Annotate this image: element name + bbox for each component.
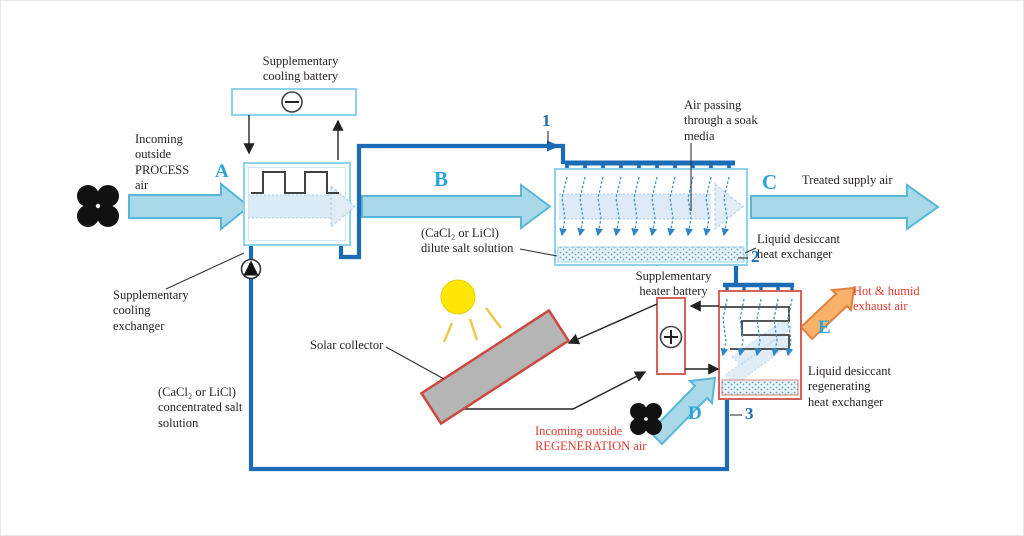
point-a-label: A xyxy=(215,161,229,182)
leader-lines xyxy=(165,131,757,416)
state-3-label: 3 xyxy=(745,404,754,423)
supplementary-cooling-battery-label: Supplementary cooling battery xyxy=(262,54,339,84)
minus-circle-icon xyxy=(281,91,303,113)
regenerator-box xyxy=(718,290,802,400)
soak-media-box xyxy=(554,168,748,266)
supplementary-cooling-exchanger-label: Supplementary cooling exchanger xyxy=(113,288,189,333)
cooling-coil xyxy=(251,171,339,194)
state-2-label: 2 xyxy=(751,247,760,266)
regeneration-fan-icon xyxy=(630,403,662,435)
return-pipe xyxy=(248,279,730,472)
internal-air-arrowhead xyxy=(330,184,356,229)
point-e-label: E xyxy=(818,317,831,338)
liquid-desiccant-regen-hx-label: Liquid desiccant regenerating heat excha… xyxy=(808,364,891,409)
liquid-desiccant-hx-label: Liquid desiccant heat exchanger xyxy=(757,232,840,262)
heater-battery-box xyxy=(656,297,686,375)
concentrated-solution-pool xyxy=(721,379,799,396)
dilute-solution-pool xyxy=(557,246,745,263)
plus-circle-icon xyxy=(659,325,683,349)
pump-icon xyxy=(240,258,262,280)
hot-humid-exhaust-label: Hot & humid exhaust air xyxy=(853,284,920,314)
supplementary-heater-battery-label: Supplementary heater battery xyxy=(635,269,712,299)
process-air-arrow xyxy=(128,181,251,232)
state-1-label: 1 xyxy=(542,111,551,130)
pipe-flow-arrowhead xyxy=(547,140,560,152)
cooling-battery-connectors xyxy=(243,115,344,160)
supplementary-cooling-battery-box xyxy=(231,88,357,116)
cooling-exchanger-box xyxy=(243,162,356,246)
process-fan-icon xyxy=(77,185,119,227)
treated-supply-air-arrow xyxy=(750,183,940,231)
dilute-salt-label: (CaCl₂ or LiCl) dilute salt solution xyxy=(421,226,514,256)
concentrated-salt-label: (CaCl₂ or LiCl) concentrated salt soluti… xyxy=(158,385,243,430)
exhaust-air-arrow xyxy=(799,286,856,341)
internal-air-arrowhead xyxy=(714,182,744,231)
regeneration-air-arrow xyxy=(648,376,717,446)
point-b-label: B xyxy=(434,167,449,191)
air-soak-media-label: Air passing through a soak media xyxy=(684,98,758,143)
solar-collector-panel xyxy=(419,308,571,426)
point-d-label: D xyxy=(688,403,702,424)
sun-icon xyxy=(440,279,502,343)
incoming-process-air-label: Incoming outside PROCESS air xyxy=(135,132,190,192)
incoming-regen-air-label: Incoming outside REGENERATION air xyxy=(535,424,647,454)
solar-collector-label: Solar collector xyxy=(310,338,384,352)
point-c-label: C xyxy=(762,170,778,194)
heating-circuit-lines xyxy=(461,300,720,410)
heating-coil xyxy=(720,306,790,350)
treated-supply-air-label: Treated supply air xyxy=(802,173,893,187)
process-air-arrow-b xyxy=(361,183,552,230)
